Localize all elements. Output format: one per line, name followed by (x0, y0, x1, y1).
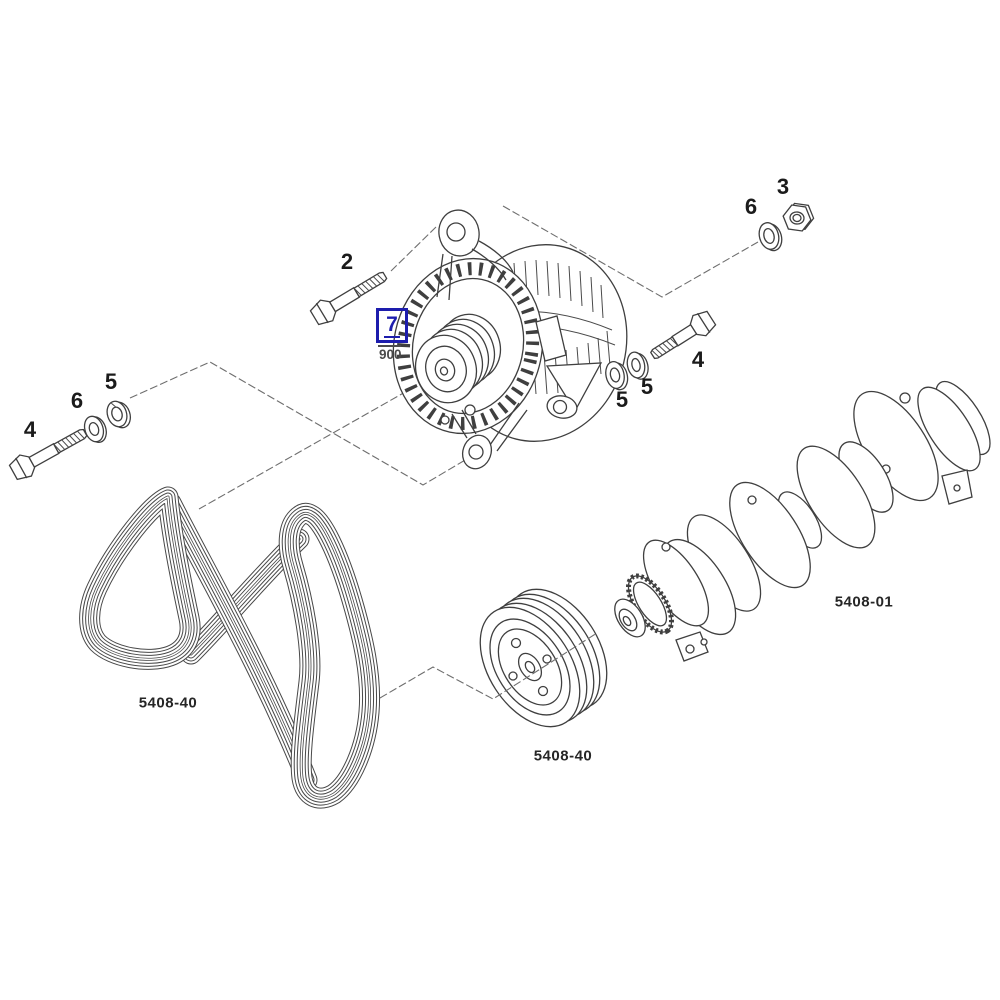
callout-3[interactable]: 3 (776, 174, 790, 199)
callout-5-right-inner[interactable]: 5 (615, 387, 629, 412)
washer-6-left-drawing (83, 415, 107, 443)
callout-6-left[interactable]: 6 (70, 388, 84, 413)
callout-4-right[interactable]: 4 (691, 347, 705, 372)
selected-callout-underline (378, 345, 401, 347)
crankshaft-drawing (614, 380, 991, 662)
callout-2[interactable]: 2 (340, 249, 354, 274)
alternator-drawing (392, 209, 628, 470)
selected-callout-7-label: 7 (384, 313, 400, 338)
washer-5-left-drawing (106, 400, 132, 429)
selected-callout-ref: 900 (379, 347, 402, 362)
bolt-2-drawing (309, 271, 388, 326)
washer-5-right-outer-drawing (626, 351, 649, 380)
serpentine-belt-drawing (79, 486, 381, 809)
part-number-crankshaft: 5408-01 (834, 593, 894, 611)
callout-5-right-outer[interactable]: 5 (640, 374, 654, 399)
washer-6-top-drawing (758, 222, 783, 252)
bolt-4-right-drawing (650, 310, 717, 360)
part-number-belt: 5408-40 (138, 694, 198, 712)
bolt-4-left-drawing (8, 428, 88, 481)
part-number-pulley: 5408-40 (533, 747, 593, 765)
callout-6-top[interactable]: 6 (744, 194, 758, 219)
selected-callout-7-box[interactable]: 7 (376, 308, 408, 343)
crankshaft-pulley-drawing (479, 588, 608, 728)
leader-belt-pulley-crank (379, 632, 598, 700)
callout-5-left[interactable]: 5 (104, 369, 118, 394)
callout-4-left[interactable]: 4 (23, 417, 37, 442)
nut-3-drawing (782, 202, 815, 232)
washer-5-right-inner-drawing (605, 361, 629, 391)
